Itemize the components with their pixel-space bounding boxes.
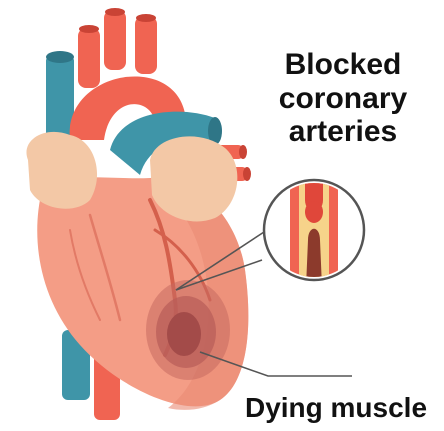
vena-cava-opening <box>46 51 74 63</box>
blocked-label-line-3: arteries <box>268 115 418 149</box>
blocked-label-line-2: coronary <box>268 82 418 116</box>
blocked-arteries-label: Blocked coronary arteries <box>268 48 418 149</box>
aortic-branch-right <box>135 16 157 74</box>
artery-zoom-inset <box>264 175 364 287</box>
branch-opening-middle <box>105 8 125 16</box>
clot-head <box>305 201 323 223</box>
dying-muscle-label: Dying muscle <box>230 392 442 423</box>
vein-opening-upper <box>239 145 247 159</box>
infarct-core <box>167 312 201 356</box>
branch-opening-right <box>136 14 156 22</box>
aortic-branch-middle <box>104 10 126 70</box>
vein-opening-lower <box>243 167 251 181</box>
right-fat-pad <box>150 136 237 221</box>
left-fat-pad <box>26 132 97 209</box>
blocked-label-line-1: Blocked <box>268 48 418 82</box>
aortic-branch-left <box>78 28 100 88</box>
branch-opening-left <box>79 25 99 33</box>
